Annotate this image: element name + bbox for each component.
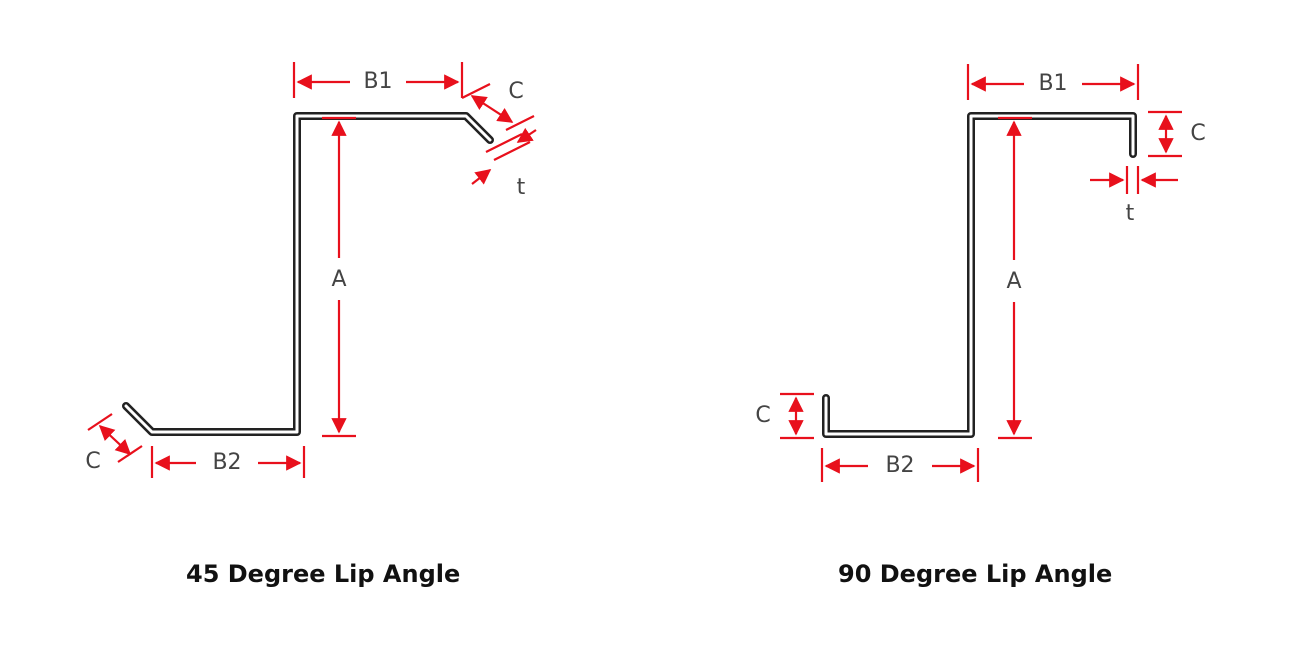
label-t: t xyxy=(517,175,526,200)
label-a: A xyxy=(1006,269,1021,294)
label-c-bottom: C xyxy=(85,449,100,474)
dimension-b1: B1 xyxy=(966,64,1140,100)
label-c-top: C xyxy=(508,79,523,104)
dimension-b1: B1 xyxy=(292,62,464,98)
diagram-45-degree: B1 A B2 C xyxy=(85,62,537,588)
label-t: t xyxy=(1126,201,1135,226)
dimension-b2: B2 xyxy=(820,448,980,482)
label-b2: B2 xyxy=(212,450,241,475)
dimension-t: t xyxy=(471,127,537,200)
z-profile-shape xyxy=(822,112,1137,438)
z-profile-90-svg: B1 A B2 C xyxy=(755,64,1206,482)
label-c-top: C xyxy=(1190,121,1205,146)
z-profile-45-svg: B1 A B2 C xyxy=(85,62,537,478)
label-c-bottom: C xyxy=(755,403,770,428)
diagram-90-degree: B1 A B2 C xyxy=(648,0,1295,647)
dimension-c-bottom: C xyxy=(85,413,143,474)
caption-45-degree: 45 Degree Lip Angle xyxy=(186,560,461,588)
dimension-c-top: C xyxy=(1148,110,1206,158)
dimension-c-bottom: C xyxy=(755,392,814,440)
z-profile-shape xyxy=(122,112,494,436)
label-a: A xyxy=(331,267,346,292)
dimension-b2: B2 xyxy=(150,446,306,478)
caption-90-degree: 90 Degree Lip Angle xyxy=(838,560,1113,588)
dimension-a: A xyxy=(998,116,1032,440)
label-b2: B2 xyxy=(885,453,914,478)
dimension-c-top: C xyxy=(461,79,535,131)
label-b1: B1 xyxy=(363,69,392,94)
dimension-t: t xyxy=(1090,166,1178,226)
dimension-a: A xyxy=(322,116,356,438)
label-b1: B1 xyxy=(1038,71,1067,96)
